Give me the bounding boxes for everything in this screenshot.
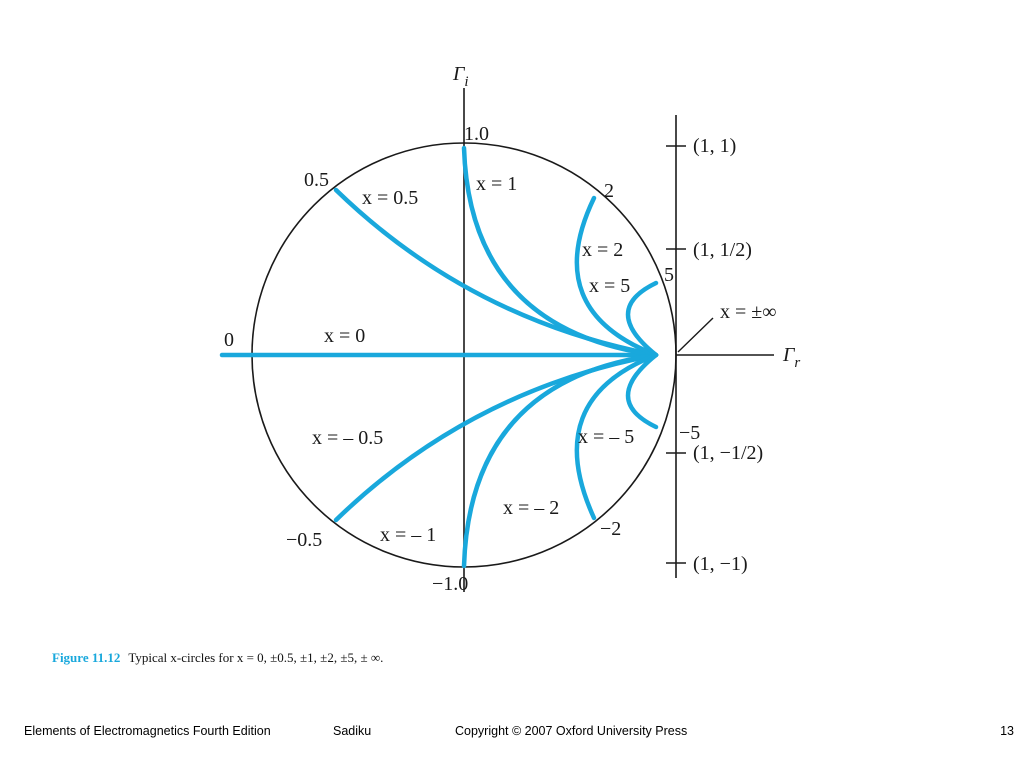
label-x-2: x = 2 (582, 239, 623, 261)
curve-x-1 (461, 145, 659, 358)
caption-text: Typical x-circles for x = 0, ±0.5, ±1, ±… (128, 650, 384, 665)
label-x-minus-1: x = – 1 (380, 524, 436, 546)
label-minus-0.5: −0.5 (286, 529, 322, 551)
label-left-0: 0 (224, 329, 234, 351)
label-bottom-minus-1.0: −1.0 (432, 573, 468, 595)
label-5: 5 (664, 264, 674, 286)
curve-x-5 (625, 280, 659, 358)
curve-x-minus-5 (625, 352, 659, 430)
label-1-half: (1, 1/2) (693, 239, 752, 261)
label-1-minus-half: (1, −1/2) (693, 442, 763, 464)
curve-x-minus-1 (461, 352, 659, 569)
footer-page-number: 13 (1000, 724, 1014, 738)
label-x-1: x = 1 (476, 173, 517, 195)
footer-author: Sadiku (333, 724, 372, 738)
figure-number: Figure 11.12 (52, 650, 121, 665)
label-x-minus-0.5: x = – 0.5 (312, 427, 383, 449)
label-x-infinity: x = ±∞ (720, 301, 777, 323)
infinity-leader-line (677, 317, 714, 353)
label-top-1.0: 1.0 (464, 123, 489, 145)
footer-copyright: Copyright © 2007 Oxford University Press (455, 724, 688, 738)
footer-book-title: Elements of Electromagnetics Fourth Edit… (24, 724, 271, 738)
label-x-5: x = 5 (589, 275, 630, 297)
gamma-r-label: Γr (782, 344, 800, 371)
x-curves (219, 145, 659, 569)
label-x-0: x = 0 (324, 325, 365, 347)
label-minus-5: −5 (679, 422, 700, 444)
label-x-minus-5: x = – 5 (578, 426, 634, 448)
label-minus-2: −2 (600, 518, 621, 540)
label-2: 2 (604, 180, 614, 202)
label-x-minus-2: x = – 2 (503, 497, 559, 519)
label-1-minus-1: (1, −1) (693, 553, 748, 575)
figure-caption: Figure 11.12 Typical x-circles for x = 0,… (52, 650, 383, 666)
label-0.5: 0.5 (304, 169, 329, 191)
curve-x-minus-2 (574, 352, 659, 521)
gamma-i-label: Γi (452, 63, 469, 90)
curve-x-2 (574, 195, 659, 358)
label-x-0.5: x = 0.5 (362, 187, 418, 209)
label-1-1: (1, 1) (693, 135, 736, 157)
x-circles-diagram: Γi Γr 1.0 −1.0 0 0.5 −0.5 2 −2 5 −5 x = … (219, 63, 800, 595)
